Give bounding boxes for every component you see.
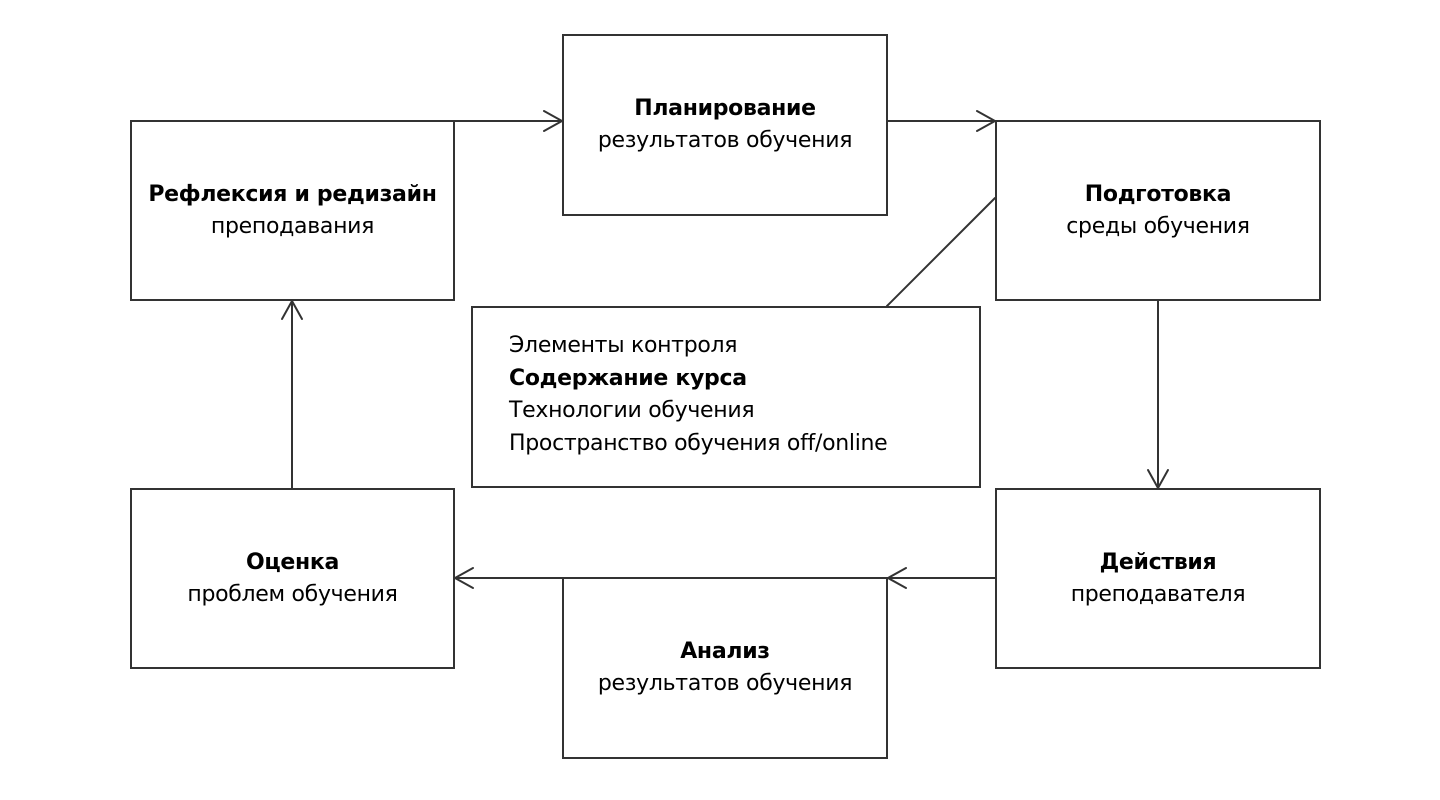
analysis-node: Анализ результатов обучения — [562, 577, 888, 759]
arrowhead-evaluation — [454, 567, 474, 589]
evaluation-title: Оценка — [245, 549, 340, 575]
arrowhead-reflection — [281, 300, 303, 320]
reflection-node: Рефлексия и редизайн преподавания — [130, 120, 455, 301]
planning-node: Планирование результатов обучения — [562, 34, 888, 216]
analysis-subtitle: результатов обучения — [597, 671, 853, 696]
reflection-title: Рефлексия и редизайн — [148, 181, 437, 207]
actions-title: Действия — [1099, 549, 1217, 575]
reflection-subtitle: преподавания — [210, 213, 375, 239]
preparation-node: Подготовка среды обучения — [995, 120, 1321, 301]
actions-node: Действия преподавателя — [995, 488, 1321, 669]
analysis-title: Анализ — [680, 639, 770, 664]
callout-line-preparation-note — [886, 197, 996, 307]
actions-subtitle: преподавателя — [1070, 581, 1246, 607]
note-item-content: Содержание курса — [509, 365, 747, 391]
evaluation-subtitle: проблем обучения — [187, 581, 398, 607]
evaluation-node: Оценка проблем обучения — [130, 488, 455, 669]
note-item-space: Пространство обучения off/online — [509, 430, 888, 456]
planning-title: Планирование — [634, 96, 816, 121]
note-item-technologies: Технологии обучения — [509, 398, 755, 423]
environment-elements-note: Элементы контроля Содержание курса Техно… — [471, 306, 981, 488]
note-item-control: Элементы контроля — [509, 333, 738, 358]
planning-subtitle: результатов обучения — [597, 128, 853, 153]
arrowhead-analysis — [887, 567, 907, 589]
preparation-subtitle: среды обучения — [1066, 213, 1250, 239]
preparation-title: Подготовка — [1084, 181, 1232, 207]
